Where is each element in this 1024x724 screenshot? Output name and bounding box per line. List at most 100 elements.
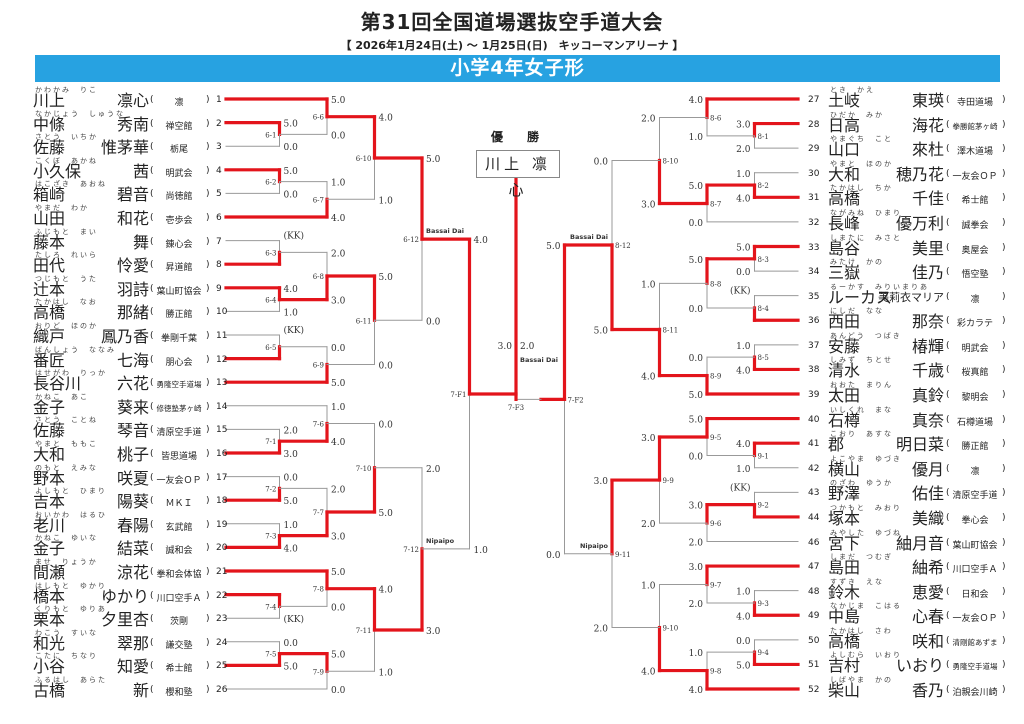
- entry-row: はこざき あおね箱崎碧音(尚徳館)5: [33, 179, 233, 203]
- club-name: 悟空塾: [961, 270, 989, 281]
- entrant-surname: 横山: [828, 459, 861, 479]
- match-score: 0.0: [426, 317, 441, 327]
- entrant-given-name: 夕里杏: [100, 610, 149, 630]
- entry-row: いしくれ まな石樽真奈(石樽道場)40: [806, 405, 1006, 429]
- name-reading: ひだか みか: [830, 110, 884, 119]
- entrant-surname: 老川: [33, 515, 66, 535]
- club-close-paren: ): [206, 567, 210, 577]
- entrant-given-name: 恵愛: [911, 582, 944, 602]
- entrant-given-name: 葵来: [116, 397, 149, 417]
- entry-row: しまたに みさと島谷美里(奥屋会)33: [806, 233, 1006, 257]
- match-score: 1.0: [736, 342, 751, 352]
- entrant-surname: 藤本: [33, 232, 66, 252]
- entrant-surname: 佐藤: [33, 138, 66, 158]
- entrant-surname: 野澤: [828, 484, 861, 504]
- entry-number: 49: [808, 611, 820, 622]
- entry-row: つかもと みおり塚本美織(拳心会)44: [806, 503, 1006, 527]
- entry-row: のざわ ゆうか野澤佑佳(清原空手道)43: [806, 478, 1006, 502]
- match-score: 0.0: [284, 474, 299, 484]
- match-id: 8-3: [758, 256, 769, 264]
- match-id: 8-5: [758, 354, 769, 362]
- match-id: 7-4: [265, 603, 277, 611]
- entrant-given-name: 涼花: [116, 563, 149, 582]
- club-open-paren: (: [946, 512, 950, 523]
- entry-row: はせがわ りっか長谷川六花(勇隆空手道場)13: [33, 368, 233, 392]
- entry-row: つじもと うた辻本羽詩(葉山町協会)9: [33, 274, 233, 298]
- entrant-surname: 高橋: [828, 189, 861, 209]
- match-id: 6-10: [356, 155, 372, 163]
- entry-row: さとう いちか佐藤惟茅華(栃尾)3: [33, 132, 233, 156]
- match-score: 3.0: [689, 502, 704, 512]
- match-score: 5.0: [379, 273, 394, 283]
- entry-row: ばんしょう ななみ番匠七海(朋心会)12: [33, 345, 233, 369]
- match-id: 6-9: [313, 362, 324, 370]
- name-reading: つかもと みおり: [830, 503, 902, 512]
- match-score: 5.0: [736, 661, 751, 671]
- club-open-paren: (: [946, 217, 950, 228]
- club-name: 勝正館: [165, 310, 193, 321]
- entrant-surname: 島田: [828, 558, 861, 578]
- entrant-given-name: 咲夏: [116, 468, 149, 488]
- entry-number: 35: [808, 291, 820, 302]
- club-close-paren: ): [1002, 242, 1006, 253]
- match-score: 0.0: [284, 639, 299, 649]
- entry-number: 29: [808, 144, 820, 155]
- club-close-paren: ): [1002, 635, 1006, 646]
- entrant-surname: 箱崎: [33, 185, 66, 205]
- match-score: 1.0: [689, 133, 704, 143]
- match-id: 9-8: [710, 668, 721, 676]
- name-reading: るーかす みりいまりあ: [830, 282, 929, 291]
- entry-row: こたに ちなり小谷知愛(希士館)25: [33, 651, 233, 675]
- club-name: 誠和会: [165, 546, 193, 557]
- club-close-paren: ): [206, 142, 210, 153]
- match-id: 8-1: [758, 133, 769, 141]
- entrant-given-name: 茜: [132, 161, 149, 181]
- match-score: 4.0: [641, 668, 656, 678]
- entry-number: 24: [216, 637, 228, 648]
- club-name: 拳剛千葉: [160, 334, 197, 344]
- club-open-paren: (: [946, 316, 950, 327]
- entry-row: わこう すいな和光翠那(謙交塾)24: [33, 628, 233, 652]
- entrant-given-name: ゆかり: [100, 586, 149, 606]
- entrant-surname: 佐藤: [33, 421, 66, 441]
- club-open-paren: (: [150, 213, 154, 223]
- club-close-paren: ): [206, 519, 210, 530]
- entry-row: やまと ももこ大和桃子(皆思道場)16: [33, 439, 233, 463]
- name-reading: しまだ つむぎ: [830, 553, 893, 562]
- entrant-surname: 日高: [828, 115, 861, 135]
- club-name: 拳勝館茅ヶ崎: [952, 121, 998, 131]
- entrant-given-name: 知愛: [116, 657, 149, 677]
- entry-number: 44: [808, 512, 820, 523]
- club-close-paren: ): [1002, 144, 1006, 155]
- club-open-paren: (: [150, 354, 154, 365]
- match-id: 7-10: [356, 465, 372, 473]
- club-close-paren: ): [206, 307, 210, 318]
- match-id: 9-1: [758, 452, 769, 460]
- club-name: 昇道館: [165, 263, 193, 274]
- entry-number: 17: [216, 472, 228, 483]
- club-close-paren: ): [1002, 537, 1006, 548]
- match-score: 0.0: [379, 421, 394, 431]
- club-close-paren: ): [206, 401, 210, 412]
- match-id: 7-F1: [450, 391, 466, 399]
- entrant-surname: 金子: [33, 539, 66, 559]
- match-score: (KK): [284, 231, 304, 242]
- club-open-paren: (: [150, 614, 154, 625]
- club-open-paren: (: [150, 496, 154, 507]
- match-score: 0.0: [379, 362, 394, 372]
- entry-row: ふるはし あらた古橋新(櫻和塾)26: [33, 675, 233, 699]
- match-score: 0.0: [284, 190, 299, 200]
- club-open-paren: (: [150, 685, 154, 695]
- match-id: 7-5: [265, 651, 276, 659]
- club-open-paren: (: [150, 449, 154, 459]
- match-id: 7-F2: [568, 396, 584, 404]
- match-score: 4.0: [379, 114, 394, 124]
- club-close-paren: ): [206, 378, 210, 389]
- entrant-surname: 番匠: [33, 350, 66, 370]
- match-id: 6-11: [356, 317, 372, 325]
- club-close-paren: ): [206, 283, 210, 294]
- match-score: 1.0: [331, 179, 346, 189]
- club-close-paren: ): [1002, 414, 1006, 425]
- entry-number: 14: [216, 401, 228, 412]
- entry-row: やまと ほのか大和穂乃花(一友会ＯＰ)30: [806, 159, 1006, 183]
